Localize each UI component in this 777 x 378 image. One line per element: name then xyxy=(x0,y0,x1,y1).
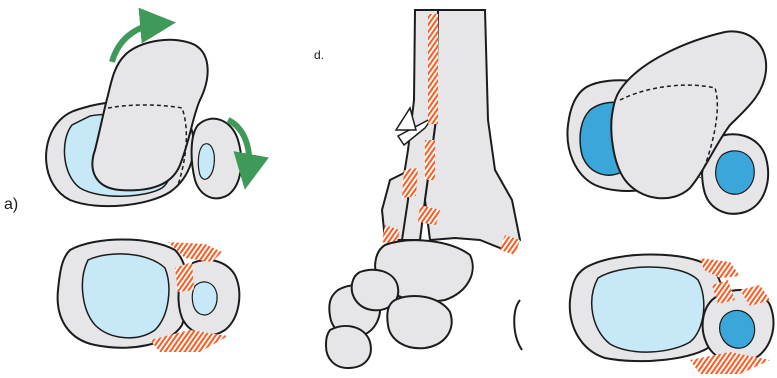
left-top-bone-group xyxy=(46,24,249,206)
tibia-cartilage-right xyxy=(592,267,704,352)
tibia-shaft xyxy=(425,10,520,250)
ligament-interosseous-lower xyxy=(425,140,435,180)
right-bottom-section xyxy=(570,255,774,375)
middle-leg-group xyxy=(326,10,522,368)
foot-bone-edge xyxy=(514,300,522,350)
fibula-cartilage-section-right xyxy=(720,310,755,348)
left-bottom-section xyxy=(58,240,240,353)
fibula-cartilage-left xyxy=(198,144,214,180)
foot-bone-4 xyxy=(326,326,371,368)
ligament-interosseous-upper xyxy=(428,14,438,124)
fibula-cartilage-right xyxy=(716,151,755,194)
foot-bone-3 xyxy=(387,296,451,348)
right-top-bone-group xyxy=(567,31,768,213)
fibula-cartilage-section-left xyxy=(192,282,217,315)
tibia-cartilage-left xyxy=(82,254,168,338)
ligament-fragment xyxy=(402,168,418,198)
